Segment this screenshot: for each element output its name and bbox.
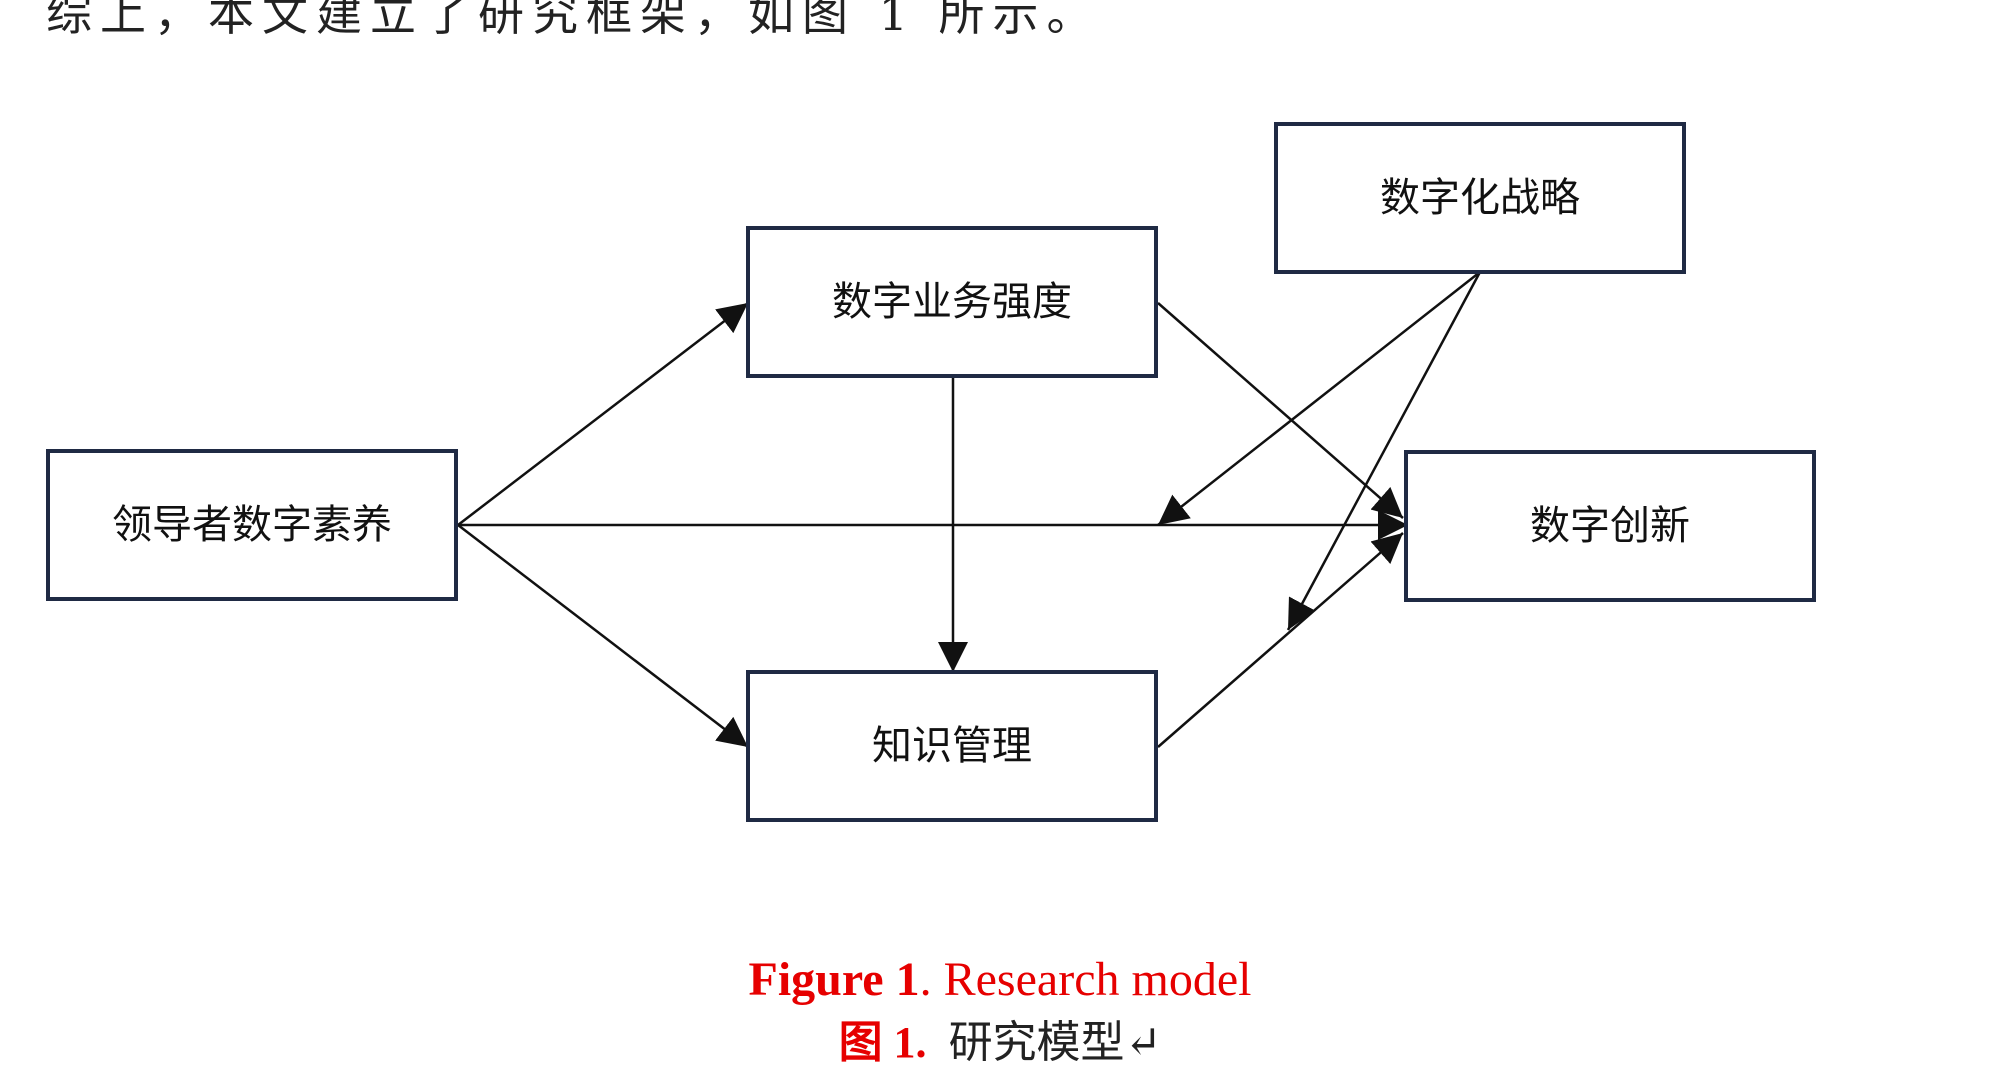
node-knowledge-management: 知识管理 xyxy=(746,670,1158,822)
figure-caption-chinese: 图 1. 研究模型↵ xyxy=(0,1015,2000,1071)
node-digital-business-intensity-label: 数字业务强度 xyxy=(832,279,1072,325)
research-framework-diagram: 领导者数字素养 数字业务强度 知识管理 数字化战略 数字创新 xyxy=(46,122,1816,822)
edge-knowledge-to-innovation xyxy=(1157,532,1404,748)
figure-title-english: . Research model xyxy=(919,953,1252,1006)
edge-strategy-moderates-direct-path xyxy=(1157,271,1481,526)
node-digital-business-intensity: 数字业务强度 xyxy=(746,226,1158,378)
node-digital-innovation: 数字创新 xyxy=(1404,450,1816,602)
edge-intensity-to-innovation xyxy=(1157,302,1404,519)
paragraph-mark: ↵ xyxy=(1124,1018,1162,1067)
edge-literacy-to-knowledge xyxy=(457,524,749,748)
intro-paragraph: 综上，本文建立了研究框架，如图 1 所示。 xyxy=(46,0,1101,41)
node-digital-innovation-label: 数字创新 xyxy=(1530,503,1690,549)
figure-number-english: Figure 1 xyxy=(748,953,920,1006)
edge-literacy-to-intensity xyxy=(457,302,749,526)
edge-strategy-moderates-knowledge-path xyxy=(1286,271,1482,631)
node-leader-digital-literacy-label: 领导者数字素养 xyxy=(112,502,392,548)
figure-number-chinese: 图 1. xyxy=(838,1018,927,1067)
node-digital-strategy-label: 数字化战略 xyxy=(1380,175,1580,221)
node-knowledge-management-label: 知识管理 xyxy=(872,723,1032,769)
figure-title-chinese: 研究模型 xyxy=(948,1018,1125,1067)
node-leader-digital-literacy: 领导者数字素养 xyxy=(46,449,458,601)
node-digital-strategy: 数字化战略 xyxy=(1274,122,1686,274)
figure-caption-english: Figure 1. Research model xyxy=(0,950,2000,1010)
